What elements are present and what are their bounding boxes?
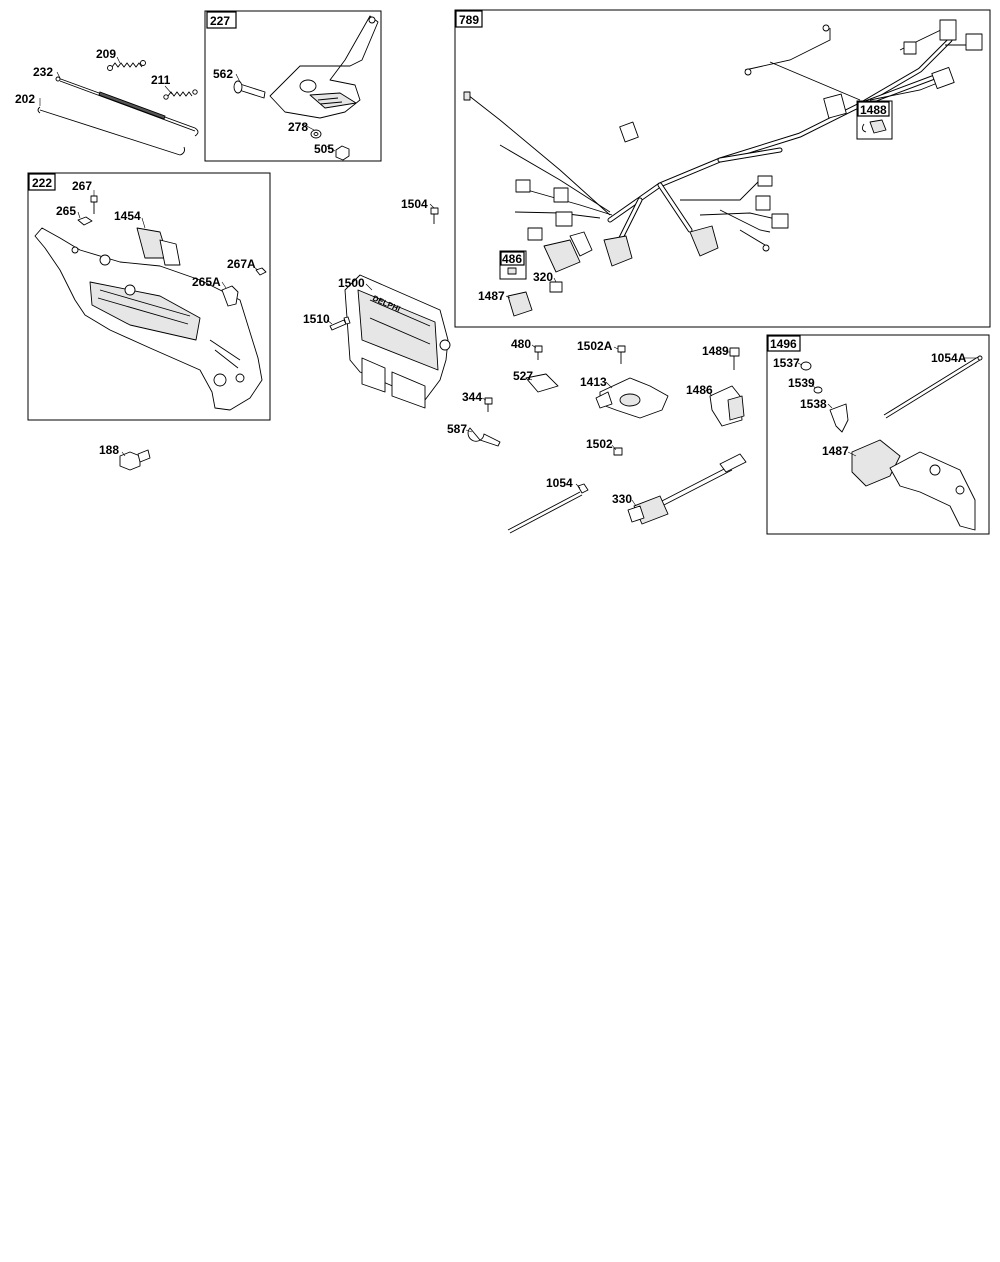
label-1413: 1413 — [580, 375, 607, 389]
label-1487-harness: 1487 — [478, 289, 505, 303]
label-202: 202 — [15, 92, 35, 106]
label-320: 320 — [533, 270, 553, 284]
label-1502: 1502 — [586, 437, 613, 451]
sensor-330 — [627, 453, 747, 525]
screw-1504 — [430, 207, 439, 224]
spring-209 — [107, 60, 146, 71]
screw-480 — [534, 345, 543, 360]
label-527: 527 — [513, 369, 533, 383]
assembly-789-box: 789 — [454, 9, 991, 328]
label-505: 505 — [314, 142, 334, 156]
assembly-227-box: 227 — [204, 10, 382, 162]
label-209: 209 — [96, 47, 116, 61]
label-1054: 1054 — [546, 476, 573, 490]
tie-1054 — [507, 483, 589, 534]
label-1489: 1489 — [702, 344, 729, 358]
label-267: 267 — [72, 179, 92, 193]
label-1054A: 1054A — [931, 351, 967, 365]
assembly-1488-tag: 1488 — [860, 103, 887, 117]
label-211: 211 — [151, 73, 171, 87]
assembly-222-box: 222 — [27, 172, 271, 421]
ecu-1500: DELPHI — [344, 274, 451, 409]
spring-211 — [163, 89, 198, 100]
bolt-188 — [119, 449, 151, 471]
label-1502A: 1502A — [577, 339, 613, 353]
label-188: 188 — [99, 443, 119, 457]
clip-587 — [467, 427, 501, 447]
label-265A: 265A — [192, 275, 221, 289]
screw-1502A — [617, 345, 626, 364]
assembly-486-tag: 486 — [502, 252, 522, 266]
label-265: 265 — [56, 204, 76, 218]
rod-202 — [37, 106, 185, 156]
assembly-1496-tag: 1496 — [770, 337, 797, 351]
rod-232 — [55, 76, 199, 137]
label-1487-bracket: 1487 — [822, 444, 849, 458]
label-1500: 1500 — [338, 276, 365, 290]
screw-344 — [484, 397, 493, 412]
label-1504: 1504 — [401, 197, 428, 211]
label-1486: 1486 — [686, 383, 713, 397]
sensor-1413 — [595, 377, 669, 419]
label-480: 480 — [511, 337, 531, 351]
label-344: 344 — [462, 390, 482, 404]
screw-1489 — [729, 347, 740, 370]
label-267A: 267A — [227, 257, 256, 271]
callout-labels: 209 232 211 202 562 278 505 267 265 1454… — [15, 47, 967, 506]
label-330: 330 — [612, 492, 632, 506]
label-1539: 1539 — [788, 376, 815, 390]
clip-527 — [525, 373, 559, 393]
sensor-1486 — [709, 385, 745, 427]
label-232: 232 — [33, 65, 53, 79]
label-278: 278 — [288, 120, 308, 134]
label-1537: 1537 — [773, 356, 800, 370]
label-1510: 1510 — [303, 312, 330, 326]
leader-lines — [39, 56, 976, 507]
screw-1510 — [329, 316, 351, 331]
assembly-222-tag: 222 — [32, 176, 52, 190]
assembly-227-tag: 227 — [210, 14, 230, 28]
assembly-1496-box: 1496 — [766, 334, 990, 535]
label-587: 587 — [447, 422, 467, 436]
assembly-789-tag: 789 — [459, 13, 479, 27]
label-562: 562 — [213, 67, 233, 81]
label-1454: 1454 — [114, 209, 141, 223]
label-1538: 1538 — [800, 397, 827, 411]
